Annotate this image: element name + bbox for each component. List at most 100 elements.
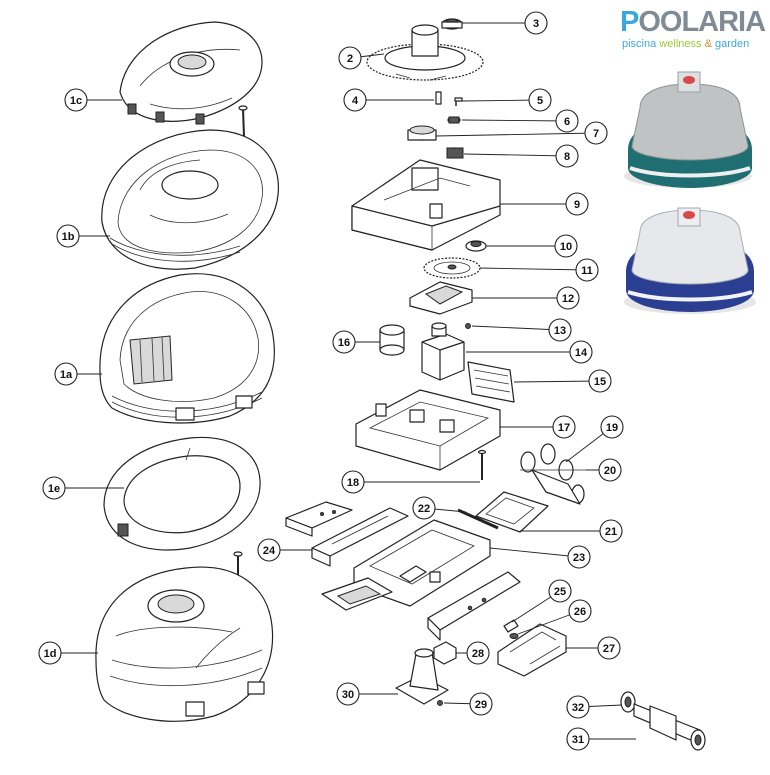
- callout-6[interactable]: 6: [555, 109, 579, 133]
- product-photo-blue: [624, 207, 756, 314]
- callout-label: 24: [263, 545, 276, 557]
- callout-30[interactable]: 30: [336, 682, 360, 706]
- callout-label: 1c: [70, 95, 82, 107]
- callout-7[interactable]: 7: [584, 121, 608, 145]
- callout-24[interactable]: 24: [257, 538, 281, 562]
- part-2-large-gear: [366, 24, 484, 81]
- callout-label: 14: [575, 347, 588, 359]
- callout-circle: [600, 415, 624, 439]
- leader-line-8: [463, 153, 568, 157]
- callout-26[interactable]: 26: [568, 599, 592, 623]
- callout-label: 5: [537, 95, 543, 107]
- callout-label: 31: [572, 734, 584, 746]
- callout-12[interactable]: 12: [556, 286, 580, 310]
- leader-lines: [50, 22, 636, 740]
- callout-4[interactable]: 4: [343, 88, 367, 112]
- callout-19[interactable]: 19: [600, 415, 624, 439]
- callout-29[interactable]: 29: [469, 692, 493, 716]
- leader-line-23: [489, 547, 580, 558]
- leader-line-13: [471, 325, 561, 331]
- callout-circle: [552, 415, 576, 439]
- callout-circle: [56, 224, 80, 248]
- callout-circle: [548, 318, 572, 342]
- callout-31[interactable]: 31: [566, 727, 590, 751]
- callout-23[interactable]: 23: [567, 545, 591, 569]
- callout-circle: [332, 330, 356, 354]
- callout-label: 18: [347, 477, 359, 489]
- part-26-nut: [509, 633, 519, 639]
- callout-circle: [567, 545, 591, 569]
- callout-circle: [469, 692, 493, 716]
- callout-25[interactable]: 25: [548, 579, 572, 603]
- callout-32[interactable]: 32: [566, 695, 590, 719]
- callout-8[interactable]: 8: [555, 144, 579, 168]
- callout-28[interactable]: 28: [466, 641, 490, 665]
- callout-14[interactable]: 14: [569, 340, 593, 364]
- callout-circle: [565, 192, 589, 216]
- callout-circle: [569, 340, 593, 364]
- callout-1d[interactable]: 1d: [38, 641, 62, 665]
- callout-3[interactable]: 3: [524, 11, 548, 35]
- callout-13[interactable]: 13: [548, 318, 572, 342]
- part-10-small-gear: [465, 240, 487, 252]
- callout-label: 3: [533, 18, 539, 30]
- callout-circle: [54, 362, 78, 386]
- callout-18[interactable]: 18: [341, 470, 365, 494]
- callout-label: 30: [342, 689, 354, 701]
- brand-name: POOLARIA: [620, 6, 766, 38]
- callout-circle: [555, 144, 579, 168]
- part-30-nozzle: [395, 648, 449, 705]
- callout-label: 1d: [44, 648, 57, 660]
- callout-circle: [412, 496, 436, 520]
- callout-16[interactable]: 16: [332, 330, 356, 354]
- part-27-rear-cover: [497, 623, 567, 677]
- part-1a-base: [99, 273, 275, 424]
- callout-17[interactable]: 17: [552, 415, 576, 439]
- callout-27[interactable]: 27: [597, 636, 621, 660]
- callout-1a[interactable]: 1a: [54, 362, 78, 386]
- part-31-32-wheel-axle: [620, 691, 706, 751]
- callout-label: 12: [562, 293, 574, 305]
- part-1d-main-body: [95, 566, 274, 722]
- callout-5[interactable]: 5: [528, 88, 552, 112]
- callout-label: 22: [418, 503, 430, 515]
- callout-label: 7: [593, 128, 599, 140]
- part-24-side-skirt-lower: [311, 507, 409, 567]
- callout-circle: [555, 109, 579, 133]
- part-15-grille: [467, 361, 515, 403]
- callout-label: 1b: [62, 231, 75, 243]
- callout-9[interactable]: 9: [565, 192, 589, 216]
- leader-line-5: [461, 99, 541, 102]
- callout-label: 15: [594, 376, 606, 388]
- callout-circle: [575, 258, 599, 282]
- product-photo-teal: [624, 71, 752, 188]
- callout-1c[interactable]: 1c: [64, 88, 88, 112]
- part-1b-lid: [101, 129, 280, 270]
- part-1e-ring: [103, 436, 261, 551]
- callout-label: 23: [573, 552, 585, 564]
- callout-circle: [466, 641, 490, 665]
- callout-circle: [588, 369, 612, 393]
- part-7-ring: [407, 125, 437, 141]
- callout-22[interactable]: 22: [412, 496, 436, 520]
- callout-1b[interactable]: 1b: [56, 224, 80, 248]
- brand-logo[interactable]: POOLARIA piscina wellness & garden: [612, 6, 768, 56]
- callout-label: 28: [472, 648, 484, 660]
- callout-15[interactable]: 15: [588, 369, 612, 393]
- callout-circle: [42, 476, 66, 500]
- part-22-rod: [457, 508, 499, 530]
- callout-label: 21: [605, 526, 617, 538]
- callout-label: 2: [347, 53, 353, 65]
- callout-2[interactable]: 2: [338, 46, 362, 70]
- part-19-20-wheel-assembly: [520, 443, 586, 505]
- callout-21[interactable]: 21: [599, 519, 623, 543]
- callout-label: 32: [572, 702, 584, 714]
- part-1c-top-cap: [119, 21, 263, 125]
- callout-1e[interactable]: 1e: [42, 476, 66, 500]
- callout-10[interactable]: 10: [554, 234, 578, 258]
- callout-label: 1a: [60, 369, 73, 381]
- callout-11[interactable]: 11: [575, 258, 599, 282]
- callout-20[interactable]: 20: [598, 458, 622, 482]
